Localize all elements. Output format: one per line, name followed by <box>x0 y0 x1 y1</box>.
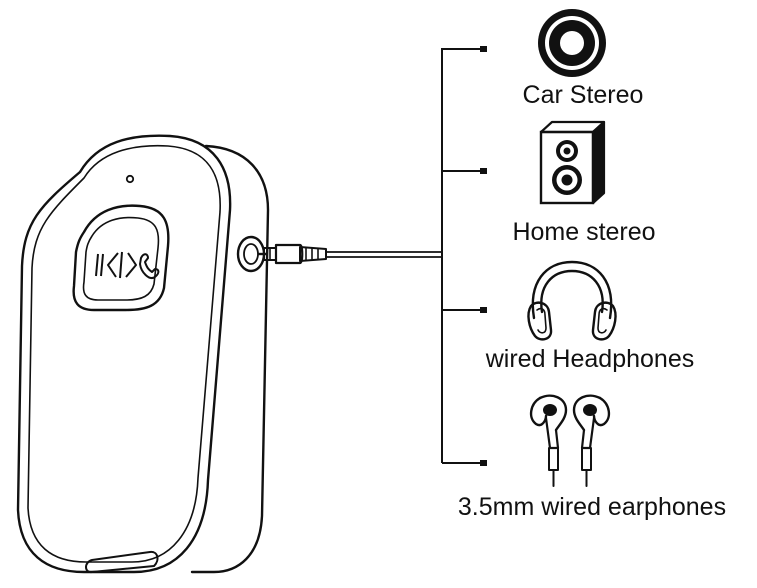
earphones-icon <box>529 394 611 487</box>
car-stereo-speaker-icon <box>538 9 606 77</box>
headphones-icon <box>527 260 617 341</box>
home-stereo-label: Home stereo <box>512 218 655 246</box>
home-stereo-speaker-icon <box>539 120 606 205</box>
bluetooth-receiver-icon <box>16 134 270 574</box>
audio-jack-plug-icon <box>258 243 327 265</box>
connection-bus <box>441 48 480 464</box>
wired-headphones-label: wired Headphones <box>485 345 694 373</box>
earphones-label: 3.5mm wired earphones <box>458 493 726 521</box>
branch-plug-ends <box>480 46 487 466</box>
cable <box>326 251 442 258</box>
play-pause-call-button-icon <box>72 204 170 312</box>
car-stereo-label: Car Stereo <box>523 81 644 109</box>
